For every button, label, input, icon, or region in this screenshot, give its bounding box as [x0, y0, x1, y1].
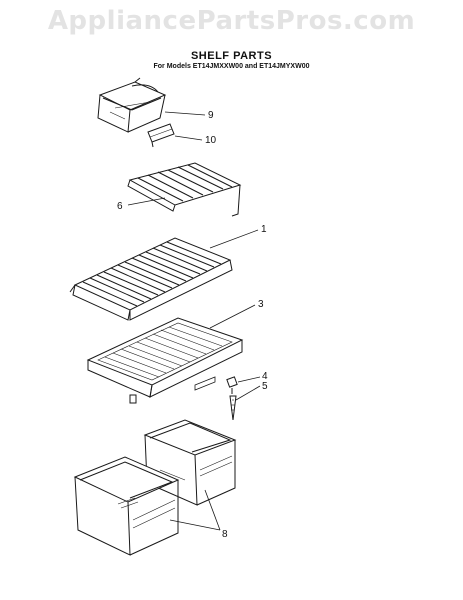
- leader-5: [235, 385, 261, 401]
- callout-3: 3: [258, 299, 264, 310]
- part-1-main-shelf: [70, 238, 232, 320]
- callout-5: 5: [262, 381, 268, 392]
- callout-8: 8: [222, 529, 228, 540]
- diagram-title: SHELF PARTS: [190, 50, 273, 62]
- leader-4: [237, 376, 261, 383]
- leader-1: [209, 229, 259, 249]
- part-6-wire-shelf: [128, 163, 240, 216]
- part-8-crisper-drawers: [75, 420, 235, 555]
- callout-10: 10: [205, 135, 217, 146]
- part-3-framed-shelf: [88, 318, 242, 403]
- leader-lines: [127, 111, 261, 531]
- callout-1: 1: [261, 224, 267, 235]
- callout-9: 9: [208, 110, 214, 121]
- leader-10: [174, 135, 203, 141]
- leader-6: [127, 197, 166, 206]
- part-4-5-hardware: [227, 377, 237, 420]
- leader-3: [209, 304, 256, 329]
- leader-8a: [204, 489, 221, 531]
- part-9-bin: [98, 78, 165, 132]
- diagram-subtitle: For Models ET14JMXXW00 and ET14JMYXW00: [153, 63, 310, 70]
- callout-4: 4: [262, 371, 268, 382]
- part-10-bracket: [148, 124, 174, 147]
- leader-9: [164, 111, 206, 116]
- callout-6: 6: [117, 201, 123, 212]
- watermark-text: AppliancePartsPros.com: [47, 6, 416, 36]
- leader-8b: [169, 519, 221, 531]
